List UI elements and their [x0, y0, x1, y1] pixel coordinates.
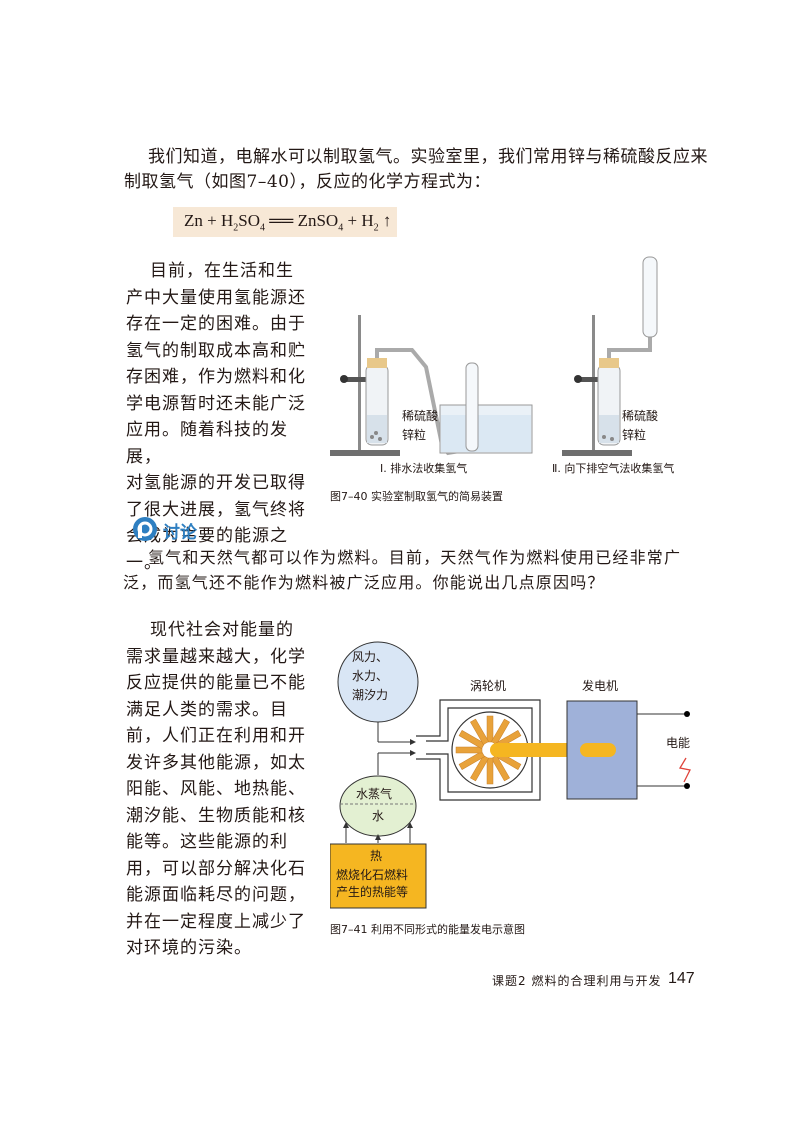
discussion-icon: [133, 517, 157, 541]
turbine-label: 涡轮机: [470, 679, 506, 693]
discussion-text: 氢气和天然气都可以作为燃料。目前，天然气作为燃料使用已经非常广 泛，而氢气还不能…: [123, 548, 682, 592]
fig40-sub-1: Ⅰ. 排水法收集氢气: [380, 461, 467, 475]
figure-7-41: 风力、 水力、 潮汐力 涡轮机 发电机 电能 水蒸气 水 热 燃烧化石燃料 产生…: [330, 641, 691, 909]
fig40-sub-2: Ⅱ. 向下排空气法收集氢气: [552, 461, 674, 475]
turbine-blades-icon: [455, 715, 525, 785]
chemical-equation: Zn + H2SO4 ══ ZnSO4 + H2 ↑: [184, 211, 392, 234]
circle-line-3: 潮汐力: [352, 687, 388, 702]
discussion-title: 讨论: [163, 523, 197, 543]
gas-arrow-icon: ↑: [382, 211, 392, 230]
spark-icon: [678, 757, 691, 783]
acid-label-1: 稀硫酸: [402, 408, 438, 423]
fig41-caption: 图7–41 利用不同形式的能量发电示意图: [330, 923, 525, 936]
generation-diagram: [330, 641, 691, 909]
electricity-label: 电能: [666, 736, 690, 750]
intro-paragraph: 我们知道，电解水可以制取氢气。实验室里，我们常用锌与稀硫酸反应来 制取氢气（如图…: [124, 145, 708, 195]
apparatus-1: [330, 315, 533, 456]
figure-7-40: 稀硫酸 锌粒 Ⅰ. 排水法收集氢气 稀硫酸 锌粒 Ⅱ. 向下排空气法收集氢气: [330, 256, 674, 475]
apparatus-2: [562, 256, 658, 456]
generator-label: 发电机: [582, 678, 618, 693]
zinc-label-2: 锌粒: [622, 427, 646, 442]
intro-line-2: 制取氢气（如图7–40），反应的化学方程式为：: [124, 172, 491, 192]
steam-label: 水蒸气: [356, 786, 392, 801]
heat-line-1: 燃烧化石燃料: [336, 867, 408, 882]
equation-box: [173, 207, 397, 237]
heat-line-2: 产生的热能等: [336, 884, 408, 899]
zinc-label-1: 锌粒: [402, 427, 426, 442]
hydrogen-energy-paragraph: 目前，在生活和生 产中大量使用氢能源还 存在一定的困难。由于 氢气的制取成本高和…: [126, 261, 306, 573]
heat-title: 热: [370, 849, 382, 863]
water-label: 水: [372, 809, 384, 823]
circle-line-2: 水力、: [352, 669, 388, 683]
acid-label-2: 稀硫酸: [622, 408, 658, 423]
chapter-footer: 课题2 燃料的合理利用与开发: [492, 974, 662, 988]
circle-line-1: 风力、: [352, 650, 388, 664]
page-number: 147: [668, 970, 695, 987]
energy-demand-paragraph: 现代社会对能量的 需求量越来越大，化学 反应提供的能量已不能 满足人类的需求。目…: [126, 620, 306, 958]
fig40-caption: 图7–40 实验室制取氢气的简易装置: [330, 490, 503, 503]
intro-line-1: 我们知道，电解水可以制取氢气。实验室里，我们常用锌与稀硫酸反应来: [148, 147, 708, 167]
